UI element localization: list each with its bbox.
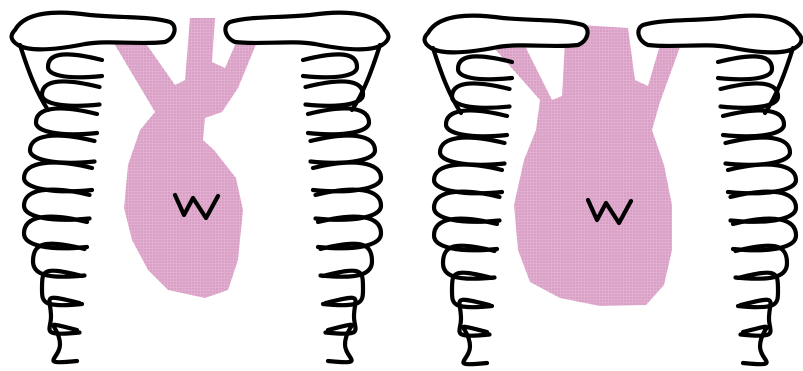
rib xyxy=(303,54,357,77)
left-rib-set xyxy=(434,56,512,364)
rib-cage-enlarged-heart-icon xyxy=(425,16,802,365)
rib xyxy=(42,81,100,105)
right-rib-set xyxy=(718,56,796,364)
rib xyxy=(718,56,772,79)
rib xyxy=(328,325,352,362)
rib xyxy=(446,110,507,136)
rib xyxy=(726,138,791,165)
rib xyxy=(306,81,364,105)
rib xyxy=(440,138,505,165)
left-rib-set xyxy=(24,54,102,362)
rib xyxy=(24,163,92,192)
rib xyxy=(36,108,97,134)
rib xyxy=(308,108,369,134)
rib xyxy=(743,327,767,364)
rib xyxy=(311,136,376,163)
rib xyxy=(48,54,102,77)
rib xyxy=(723,110,784,136)
rib xyxy=(728,165,796,194)
rib xyxy=(53,325,77,362)
rib xyxy=(458,56,512,79)
right-rib-set xyxy=(303,54,381,362)
rib xyxy=(434,165,502,194)
normal-heart-shape xyxy=(112,18,262,298)
rib xyxy=(463,327,487,364)
rib xyxy=(452,83,510,107)
rib xyxy=(313,163,381,192)
rib-cage-normal-heart-icon xyxy=(12,13,389,363)
enlarged-heart-shape xyxy=(494,24,684,306)
rib xyxy=(30,136,95,163)
